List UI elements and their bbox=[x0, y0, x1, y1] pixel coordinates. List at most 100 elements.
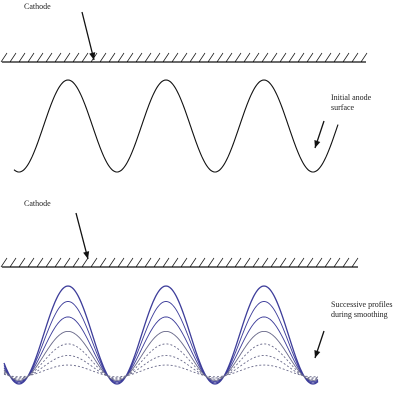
smoothing-profile-4 bbox=[3, 330, 319, 381]
arrow-shaft bbox=[81, 11, 95, 61]
hatch-mark bbox=[288, 52, 296, 63]
hatch-mark bbox=[288, 257, 296, 268]
hatch-mark bbox=[63, 257, 71, 268]
hatch-mark bbox=[45, 257, 53, 268]
arrow-head bbox=[314, 140, 321, 148]
hatch-mark bbox=[72, 52, 80, 63]
hatch-mark bbox=[90, 257, 98, 268]
top-cathode-label: Cathode bbox=[24, 2, 51, 11]
hatch-mark bbox=[342, 257, 350, 268]
hatch-mark bbox=[315, 257, 323, 268]
hatch-mark bbox=[117, 52, 125, 63]
hatch-mark bbox=[81, 257, 89, 268]
smoothing-profile-5 bbox=[3, 343, 319, 380]
successive-profiles-label: Successive profiles during smoothing bbox=[331, 300, 393, 319]
hatch-mark bbox=[324, 52, 332, 63]
hatch-mark bbox=[234, 52, 242, 63]
hatch-mark bbox=[153, 52, 161, 63]
smoothing-profiles bbox=[3, 285, 319, 385]
smoothing-profile-6 bbox=[3, 355, 319, 379]
hatch-mark bbox=[27, 257, 35, 268]
hatch-mark bbox=[207, 52, 215, 63]
hatch-mark bbox=[180, 257, 188, 268]
arrow-head bbox=[89, 52, 96, 60]
hatch-mark bbox=[252, 52, 260, 63]
hatch-mark bbox=[9, 52, 17, 63]
hatch-mark bbox=[144, 257, 152, 268]
hatch-mark bbox=[99, 52, 107, 63]
hatch-mark bbox=[333, 52, 341, 63]
hatch-mark bbox=[333, 257, 341, 268]
hatch-mark bbox=[342, 52, 350, 63]
arrow-shaft bbox=[75, 212, 89, 260]
hatch-mark bbox=[54, 52, 62, 63]
smoothing-profile-1 bbox=[3, 285, 319, 385]
hatch-mark bbox=[306, 52, 314, 63]
hatch-mark bbox=[144, 52, 152, 63]
hatch-mark bbox=[162, 257, 170, 268]
hatch-mark bbox=[63, 52, 71, 63]
hatch-mark bbox=[135, 52, 143, 63]
hatch-mark bbox=[252, 257, 260, 268]
hatch-mark bbox=[324, 257, 332, 268]
hatch-mark bbox=[18, 52, 26, 63]
hatch-mark bbox=[27, 52, 35, 63]
hatch-mark bbox=[171, 52, 179, 63]
hatch-mark bbox=[207, 257, 215, 268]
hatch-mark bbox=[189, 257, 197, 268]
hatch-mark bbox=[315, 52, 323, 63]
initial-anode-label: Initial anode surface bbox=[331, 93, 372, 112]
hatch-mark bbox=[9, 257, 17, 268]
bottom-cathode-plate bbox=[0, 257, 359, 268]
anode-profile-curve bbox=[13, 79, 339, 173]
hatch-mark bbox=[198, 52, 206, 63]
hatch-mark bbox=[36, 52, 44, 63]
hatch-mark bbox=[180, 52, 188, 63]
arrow-head bbox=[314, 350, 321, 358]
smoothing-profile-3 bbox=[3, 316, 319, 383]
hatch-mark bbox=[117, 257, 125, 268]
hatch-mark bbox=[153, 257, 161, 268]
hatch-mark bbox=[261, 257, 269, 268]
hatch-mark bbox=[360, 52, 368, 63]
hatch-mark bbox=[45, 52, 53, 63]
hatch-mark bbox=[297, 257, 305, 268]
hatch-mark bbox=[36, 257, 44, 268]
pointer-arrows bbox=[75, 11, 325, 359]
hatch-mark bbox=[351, 52, 359, 63]
hatch-mark bbox=[243, 52, 251, 63]
hatch-mark bbox=[126, 257, 134, 268]
hatch-mark bbox=[81, 52, 89, 63]
hatch-mark bbox=[225, 257, 233, 268]
hatch-mark bbox=[270, 257, 278, 268]
hatch-mark bbox=[198, 257, 206, 268]
smoothing-profile-7 bbox=[3, 364, 319, 378]
hatch-mark bbox=[108, 52, 116, 63]
hatch-mark bbox=[216, 52, 224, 63]
hatch-mark bbox=[279, 257, 287, 268]
hatch-mark bbox=[243, 257, 251, 268]
hatch-mark bbox=[171, 257, 179, 268]
top-cathode-plate bbox=[0, 52, 368, 63]
hatch-mark bbox=[54, 257, 62, 268]
hatch-mark bbox=[234, 257, 242, 268]
hatch-mark bbox=[72, 257, 80, 268]
hatch-mark bbox=[162, 52, 170, 63]
hatch-mark bbox=[225, 52, 233, 63]
hatch-mark bbox=[351, 257, 359, 268]
hatch-mark bbox=[297, 52, 305, 63]
hatch-mark bbox=[126, 52, 134, 63]
hatch-mark bbox=[216, 257, 224, 268]
hatch-mark bbox=[135, 257, 143, 268]
hatch-mark bbox=[261, 52, 269, 63]
hatch-mark bbox=[18, 257, 26, 268]
hatch-mark bbox=[0, 52, 8, 63]
initial-anode-surface bbox=[13, 79, 339, 173]
hatch-mark bbox=[189, 52, 197, 63]
smoothing-profile-2 bbox=[3, 301, 319, 384]
hatch-mark bbox=[270, 52, 278, 63]
arrow-head bbox=[83, 251, 90, 259]
hatch-mark bbox=[279, 52, 287, 63]
